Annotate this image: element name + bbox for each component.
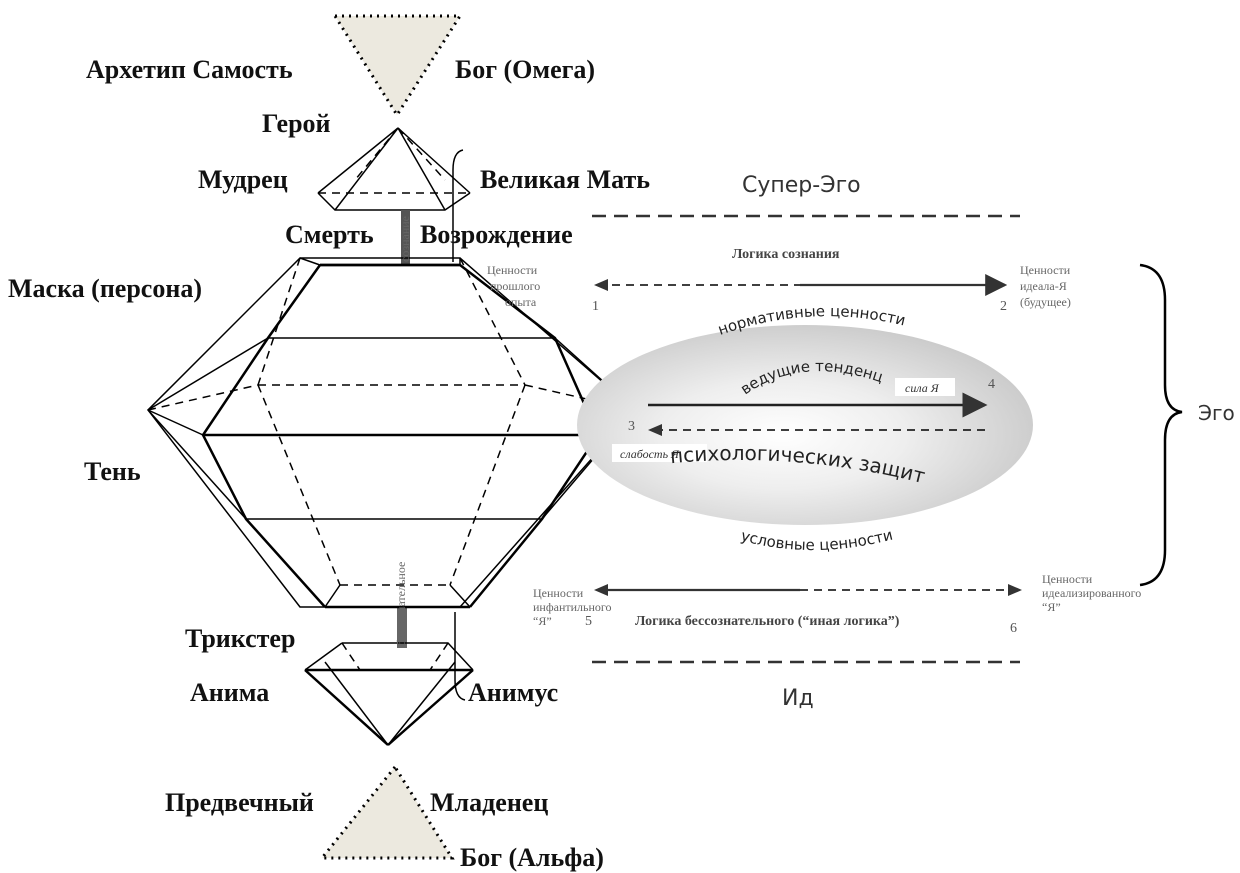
upper-bracket bbox=[452, 149, 464, 262]
ego-weakness-tag bbox=[612, 444, 707, 462]
label-logic-conscious: Логика сознания bbox=[732, 247, 840, 262]
arrow-5-head bbox=[594, 584, 608, 596]
num-1: 1 bbox=[592, 299, 599, 314]
label-rebirth: Возрождение bbox=[420, 220, 573, 249]
main-crystal bbox=[147, 257, 637, 609]
label-conditional-values: условные ценности bbox=[739, 526, 895, 555]
label-values-idealized-1: Ценности bbox=[1042, 572, 1093, 586]
label-shadow: Тень bbox=[84, 457, 141, 486]
label-eternal: Предвечный bbox=[165, 788, 314, 817]
label-values-idealized-3: “Я” bbox=[1042, 600, 1061, 614]
label-mask: Маска (персона) bbox=[8, 274, 202, 303]
ego-strength-tag bbox=[895, 378, 955, 396]
label-values-infant-1: Ценности bbox=[533, 586, 584, 600]
num-4: 4 bbox=[988, 377, 995, 392]
omega-triangle-outline bbox=[332, 14, 463, 118]
spine-upper-text: сознание bbox=[398, 216, 412, 262]
arrow-4-3-head bbox=[648, 424, 662, 436]
label-ego: Эго bbox=[1198, 401, 1235, 425]
label-infant: Младенец bbox=[430, 788, 548, 817]
label-values-idealized-2: идеализированного bbox=[1042, 586, 1141, 600]
spine-lower-text: бессознательное bbox=[394, 562, 408, 646]
label-values-past-2: прошлого bbox=[490, 279, 540, 293]
label-ego-strength: сила Я bbox=[905, 381, 940, 395]
label-trickster: Трикстер bbox=[185, 624, 295, 653]
label-god-alpha: Бог (Альфа) bbox=[460, 843, 604, 872]
label-god-omega: Бог (Омега) bbox=[455, 55, 595, 84]
label-anima: Анима bbox=[190, 678, 269, 707]
label-sage: Мудрец bbox=[198, 165, 288, 194]
num-2: 2 bbox=[1000, 299, 1007, 314]
label-archetype-self: Архетип Самость bbox=[86, 55, 293, 84]
label-logic-unconscious: Логика бессознательного (“иная логика”) bbox=[635, 614, 900, 629]
omega-triangle bbox=[335, 16, 460, 115]
label-values-past-3: опыта bbox=[505, 295, 537, 309]
lower-crystal bbox=[304, 642, 474, 746]
lower-bracket bbox=[454, 612, 466, 701]
upper-crystal bbox=[317, 127, 471, 211]
spine-lower bbox=[397, 608, 407, 648]
label-id: Ид bbox=[782, 686, 814, 711]
label-values-infant-2: инфантильного bbox=[533, 600, 612, 614]
label-great-mother: Великая Мать bbox=[480, 165, 650, 194]
label-values-ideal-1: Ценности bbox=[1020, 263, 1071, 277]
label-ego-weakness: слабость Я bbox=[620, 447, 680, 461]
ego-brace bbox=[1139, 263, 1183, 587]
num-5: 5 bbox=[585, 614, 592, 629]
label-values-past-1: Ценности bbox=[487, 263, 538, 277]
spine-upper bbox=[401, 210, 410, 264]
label-animus: Анимус bbox=[468, 678, 558, 707]
label-values-infant-3: “Я” bbox=[533, 614, 552, 628]
label-values-ideal-2: идеала-Я bbox=[1020, 279, 1067, 293]
label-death: Смерть bbox=[285, 220, 374, 249]
label-super-ego: Супер-Эго bbox=[742, 173, 861, 198]
arrow-6-head bbox=[1008, 584, 1022, 596]
defense-ellipse bbox=[577, 325, 1033, 525]
label-values-ideal-3: (будущее) bbox=[1020, 295, 1071, 309]
arrow-1-head bbox=[594, 279, 608, 291]
label-hero: Герой bbox=[262, 109, 331, 138]
num-6: 6 bbox=[1010, 621, 1017, 636]
num-3: 3 bbox=[628, 419, 635, 434]
alpha-triangle bbox=[322, 767, 452, 858]
